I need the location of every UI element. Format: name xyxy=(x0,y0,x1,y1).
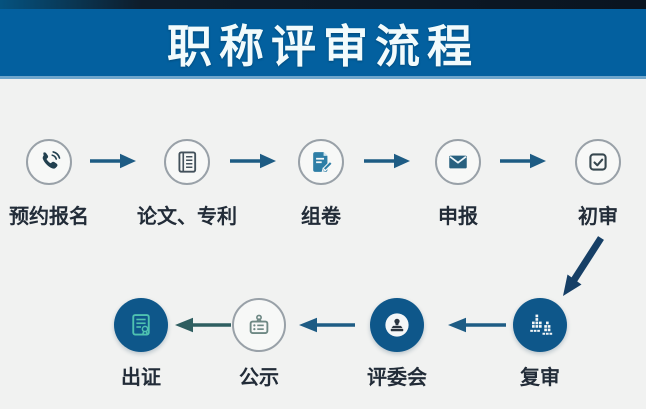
step-label: 出证 xyxy=(121,367,161,389)
stamp-icon xyxy=(370,298,424,352)
step-re-review: 复审 xyxy=(480,298,600,390)
step-public-notice: 公示 xyxy=(199,298,319,390)
header-top-strip xyxy=(0,0,646,9)
step-label: 申报 xyxy=(438,206,478,228)
envelope-icon xyxy=(435,139,481,185)
arrow-right-icon xyxy=(362,152,410,175)
step-label: 评委会 xyxy=(367,367,427,389)
phone-call-icon xyxy=(26,139,72,185)
step-label: 论文、专利 xyxy=(137,206,237,228)
arrow-right-icon xyxy=(88,152,136,175)
arrow-right-icon xyxy=(498,152,546,175)
step-initial-review: 初审 xyxy=(538,139,646,229)
arrow-left-icon xyxy=(299,316,357,339)
arrow-diagonal-down-left-icon xyxy=(551,232,613,309)
notice-board-icon xyxy=(232,298,286,352)
step-declaration: 申报 xyxy=(398,139,518,229)
step-certificate-issue: 出证 xyxy=(81,298,201,390)
checkbox-check-icon xyxy=(575,139,621,185)
certificate-icon xyxy=(114,298,168,352)
arrow-left-icon xyxy=(175,316,233,339)
header-banner: 职称评审流程 xyxy=(0,9,646,76)
step-label: 预约报名 xyxy=(9,206,89,228)
step-label: 公示 xyxy=(239,367,279,389)
step-label: 初审 xyxy=(578,206,618,228)
page-title: 职称评审流程 xyxy=(166,21,479,72)
document-edit-icon xyxy=(298,139,344,185)
committee-people-icon xyxy=(513,298,567,352)
step-papers-patents: 论文、专利 xyxy=(127,139,247,229)
arrow-left-icon xyxy=(448,316,508,339)
papers-book-icon xyxy=(164,139,210,185)
banner-bottom-edge xyxy=(0,76,646,79)
step-compile-files: 组卷 xyxy=(261,139,381,229)
step-label: 复审 xyxy=(520,367,560,389)
step-review-committee: 评委会 xyxy=(337,298,457,390)
arrow-right-icon xyxy=(228,152,276,175)
step-appointment: 预约报名 xyxy=(0,139,109,229)
step-label: 组卷 xyxy=(301,206,341,228)
